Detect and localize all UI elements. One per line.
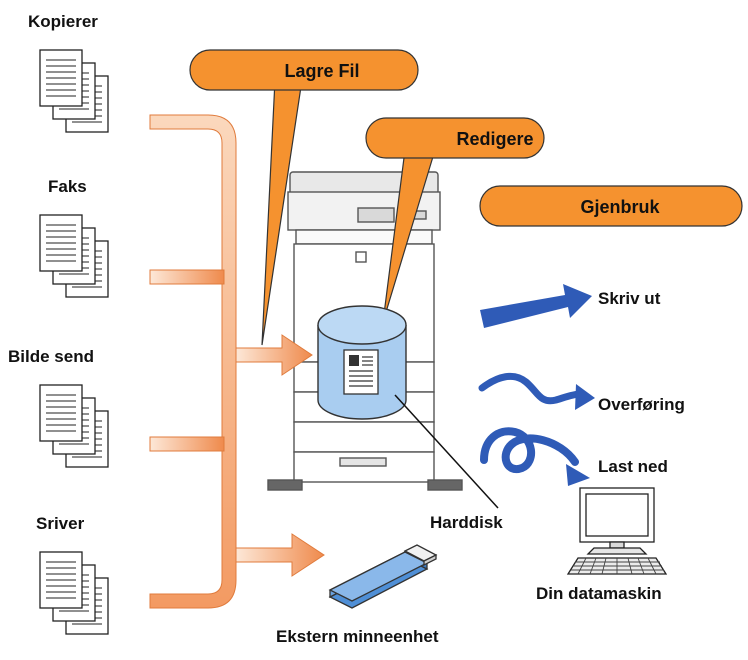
document-stack-fax-icon [39,214,109,298]
harddisk-label: Harddisk [430,513,503,532]
action-label-download: Last ned [598,457,668,476]
action-label-transfer: Overføring [598,395,685,414]
source-label-image-send: Bilde send [8,347,94,366]
source-label-copier: Kopierer [28,12,98,31]
callout-store-file-label: Lagre Fil [284,61,359,81]
harddisk-leader-line [394,394,499,509]
flow-arrow-to-external-memory-icon [235,533,325,577]
external-memory-label: Ekstern minneenhet [276,627,439,646]
computer-icon [566,487,668,575]
document-stack-image-send-icon [39,384,109,468]
callout-reuse: Gjenbruk [479,185,743,227]
download-arrow-icon [480,427,590,486]
usb-drive-icon [328,544,438,609]
action-label-print: Skriv ut [598,289,661,308]
document-stack-copier-icon [39,49,109,133]
callout-reuse-label: Gjenbruk [580,197,660,217]
harddisk-cylinder-icon [317,305,407,420]
callout-edit: Redigere [365,117,545,323]
transfer-arrow-icon [478,372,595,410]
document-stack-printer-icon [39,551,109,635]
data-flow-bracket [149,114,237,609]
print-arrow-icon [480,284,592,328]
callout-store-file: Lagre Fil [189,49,419,346]
callout-edit-label: Redigere [456,129,533,149]
source-label-fax: Faks [48,177,87,196]
source-label-printer: Sriver [36,514,85,533]
flow-arrow-to-harddisk-icon [235,334,313,376]
computer-label: Din datamaskin [536,584,662,603]
